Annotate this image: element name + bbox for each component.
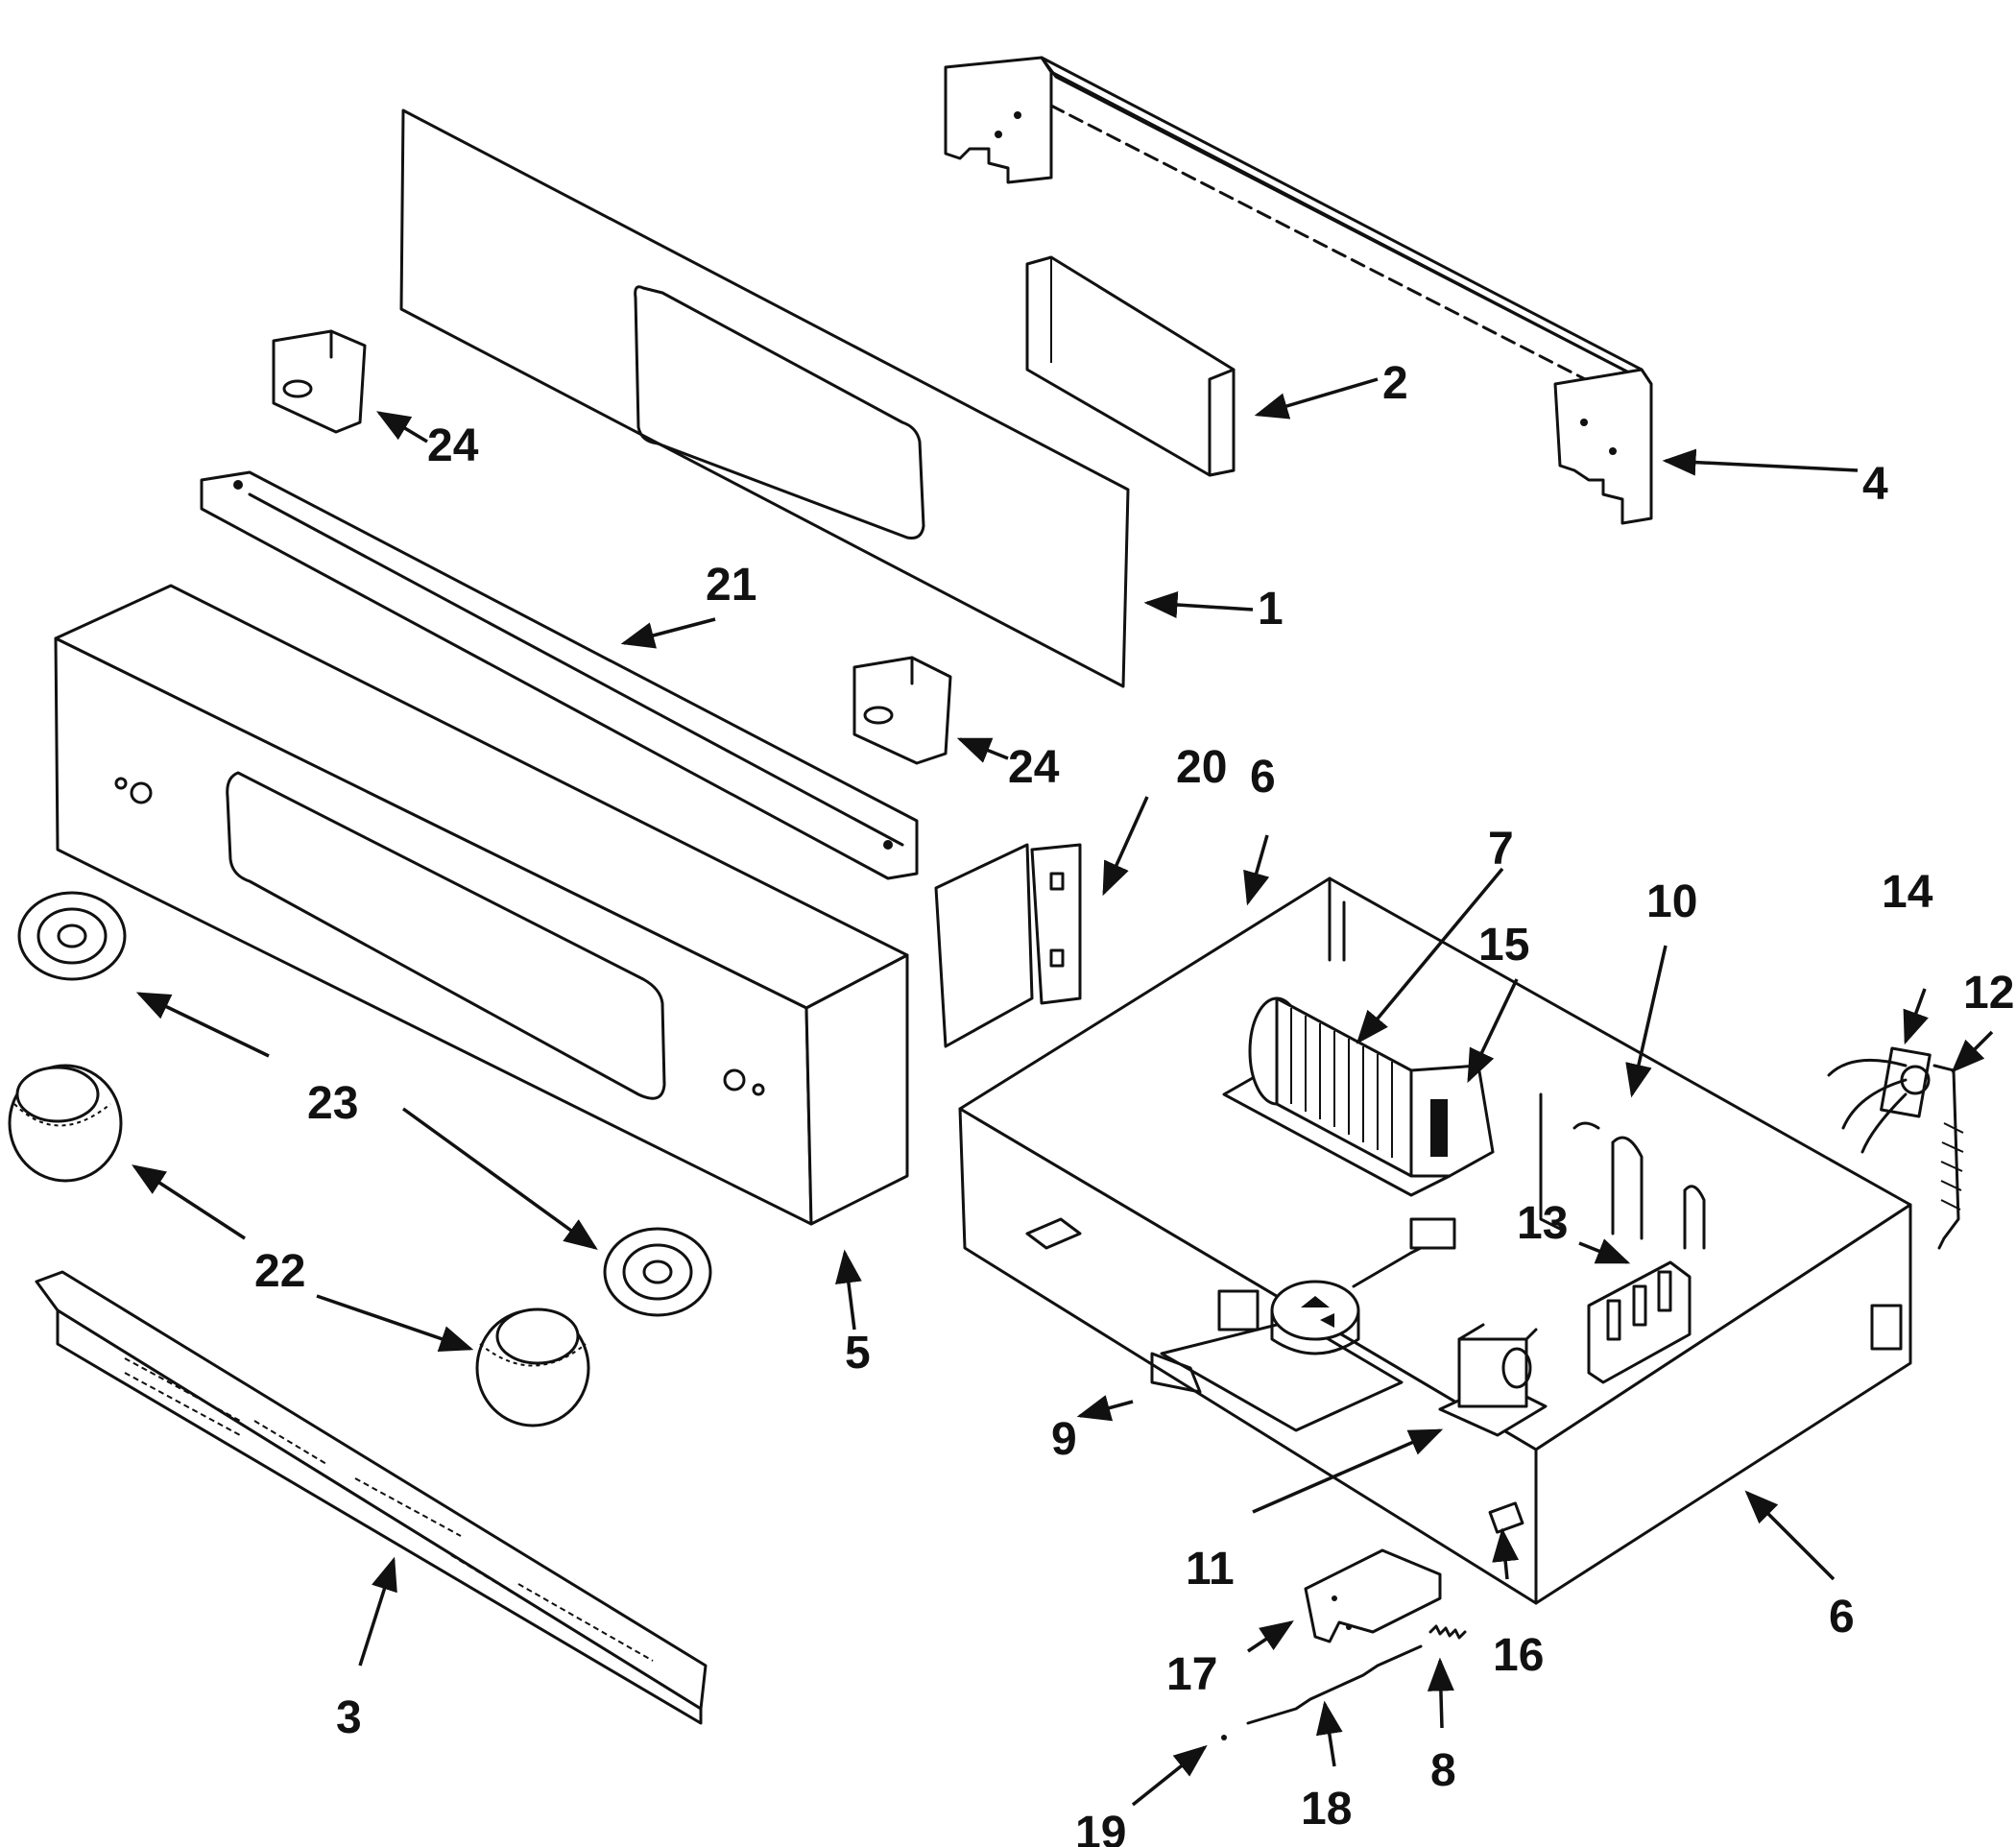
callout-6-lower: 6	[1829, 1592, 1855, 1643]
part-clip-upper	[272, 329, 367, 434]
callout-1: 1	[1258, 584, 1284, 635]
callout-10: 10	[1646, 876, 1697, 927]
callout-11: 11	[1186, 1544, 1235, 1595]
callout-18: 18	[1301, 1784, 1352, 1835]
callout-12: 12	[1963, 968, 2014, 1019]
callout-labels: 1 2 3 4 5 6 6 7 8 9 10 11 12 13 14 15 16…	[254, 358, 2014, 1847]
part-knob-right	[475, 1307, 590, 1427]
part-spring	[1428, 1624, 1467, 1640]
callout-23: 23	[307, 1078, 358, 1129]
callout-13: 13	[1517, 1198, 1568, 1249]
part-bezel-left	[17, 891, 127, 981]
part-transformer	[1438, 1323, 1548, 1437]
callout-22: 22	[254, 1246, 305, 1297]
part-latch-bracket	[1304, 1548, 1442, 1643]
part-pin	[1221, 1735, 1227, 1740]
callout-17: 17	[1166, 1649, 1217, 1700]
part-glass-panel	[399, 108, 1130, 688]
callout-21: 21	[706, 560, 756, 611]
part-rear-bracket	[944, 56, 1653, 525]
part-blower-fan	[1222, 996, 1495, 1197]
callout-6-upper: 6	[1250, 752, 1276, 803]
callout-8: 8	[1430, 1745, 1456, 1796]
part-terminal-block	[1587, 1260, 1692, 1384]
callout-4: 4	[1862, 459, 1888, 510]
part-thermostat-assembly	[1150, 1217, 1456, 1432]
part-power-cord	[1827, 1046, 1964, 1250]
callout-20: 20	[1176, 742, 1227, 793]
callout-2: 2	[1382, 358, 1408, 409]
part-display-module	[1025, 255, 1236, 477]
part-clip-lower	[852, 656, 952, 765]
part-side-bracket	[934, 843, 1082, 1048]
callout-9: 9	[1051, 1414, 1077, 1465]
leader-lines	[132, 377, 1994, 1807]
callout-24-upper: 24	[427, 420, 479, 471]
callout-14: 14	[1882, 867, 1933, 918]
part-bezel-right	[603, 1227, 712, 1317]
callout-19: 19	[1075, 1808, 1126, 1847]
callout-7: 7	[1488, 824, 1514, 875]
callout-5: 5	[845, 1328, 871, 1379]
part-control-panel-housing	[54, 584, 909, 1226]
part-switch	[1488, 1501, 1524, 1534]
part-keypad-board	[35, 1270, 708, 1725]
part-trim-strip	[200, 470, 919, 880]
callout-24-lower: 24	[1008, 742, 1060, 793]
callout-15: 15	[1478, 920, 1529, 971]
callout-3: 3	[336, 1692, 362, 1743]
part-latch-rod	[1246, 1644, 1423, 1725]
callout-16: 16	[1493, 1630, 1544, 1681]
part-knob-left	[8, 1064, 123, 1183]
